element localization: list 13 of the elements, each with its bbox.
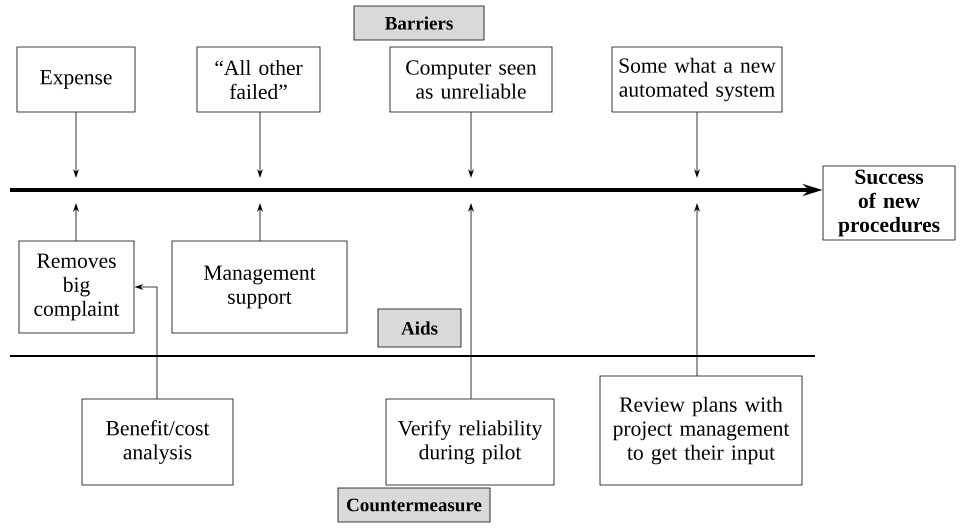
process-box: Review plans with project management to get their input <box>600 376 802 486</box>
section-label: Countermeasure <box>338 488 490 522</box>
process-box: Some what a new automated system <box>612 46 782 112</box>
process-box: Removes big complaint <box>18 240 134 334</box>
process-box: “All other failed” <box>196 46 320 112</box>
section-label: Aids <box>378 308 462 348</box>
process-box: Verify reliability during pilot <box>386 398 554 486</box>
process-box: Benefit/cost analysis <box>82 398 234 486</box>
outcome-box: Success of new procedures <box>822 166 956 240</box>
process-box: Management support <box>172 240 348 334</box>
process-box: Computer seen as unreliable <box>390 46 552 112</box>
process-box: Expense <box>16 46 136 112</box>
section-label: Barriers <box>354 6 484 40</box>
